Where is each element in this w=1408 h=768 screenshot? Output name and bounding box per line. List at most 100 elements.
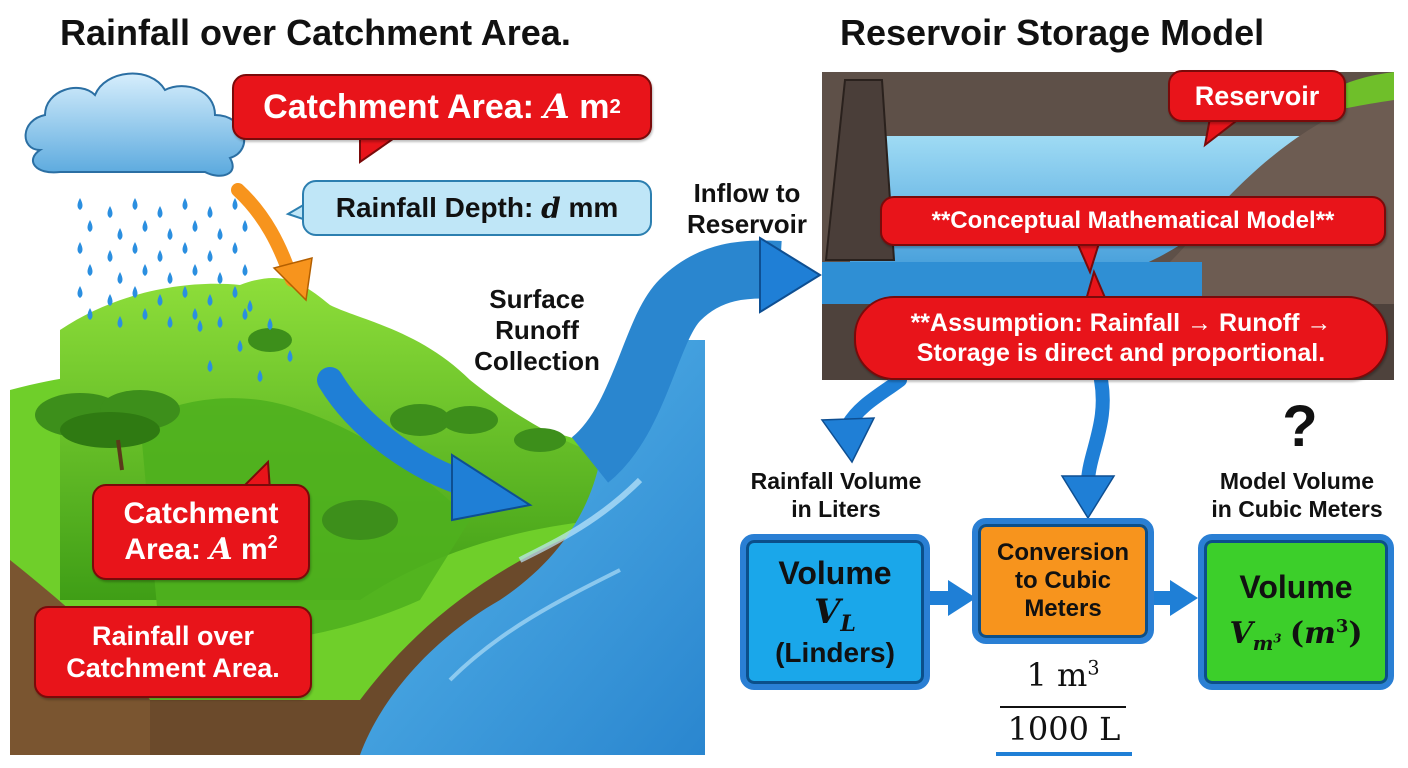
tree-trunk xyxy=(116,439,124,471)
raindrop xyxy=(207,294,213,306)
rain-arrow-head xyxy=(272,256,313,302)
arrow-liters-to-conversion-head xyxy=(948,580,976,616)
raindrop xyxy=(217,316,223,328)
callout-rainfall-over-catchment: Rainfall over Catchment Area. xyxy=(34,606,312,698)
rainfall-depth-text: Rainfall Depth: xyxy=(335,192,534,223)
cloud-icon xyxy=(24,72,246,177)
cubic-sub-wrap: m3 xyxy=(1252,632,1282,656)
raindrop xyxy=(132,286,138,298)
inflow-line2: Reservoir xyxy=(687,209,807,240)
runoff-line1: Surface xyxy=(489,284,585,314)
rainfall-volume-label: Rainfall Volume in Liters xyxy=(730,468,942,523)
fraction-numerator: 1 m3 xyxy=(1000,656,1126,694)
dam-wall xyxy=(824,79,896,261)
rainfall-depth-unit: mm xyxy=(568,192,619,223)
arrow-to-liters-head xyxy=(820,417,876,464)
raindrop xyxy=(167,228,173,240)
raindrop xyxy=(117,228,123,240)
question-mark: ? xyxy=(1282,394,1318,459)
rain-vol-line1: Rainfall Volume xyxy=(750,468,922,494)
rainfall-bottom-line2: Catchment Area. xyxy=(66,653,280,683)
inflow-arrow xyxy=(570,240,782,483)
raindrop xyxy=(237,340,243,352)
conversion-box: Conversion to Cubic Meters xyxy=(972,518,1154,644)
raindrop xyxy=(87,264,93,276)
callout-catchment-text: Catchment Area: xyxy=(263,87,534,126)
rainfall-depth-symbol: d xyxy=(541,191,561,225)
volume-cubic-box: Volume Vm3 (m3) xyxy=(1198,534,1394,690)
raindrop xyxy=(217,272,223,284)
numerator-exp: 3 xyxy=(1087,656,1100,680)
raindrop xyxy=(107,250,113,262)
runoff-line2: Runoff xyxy=(495,315,579,346)
cubic-sub: m xyxy=(1252,632,1274,655)
raindrop xyxy=(132,242,138,254)
raindrop xyxy=(242,220,248,232)
arrow-to-conversion-head xyxy=(1060,475,1116,520)
bushes xyxy=(35,328,566,540)
raindrop xyxy=(157,294,163,306)
assumption-line1: **Assumption: Rainfall → Runoff → xyxy=(910,309,1332,337)
rainfall-bottom-line1: Rainfall over xyxy=(91,620,255,651)
raindrop xyxy=(247,300,253,312)
liters-symbol: V xyxy=(814,592,841,633)
raindrop xyxy=(242,264,248,276)
raindrop xyxy=(232,198,238,210)
raindrop xyxy=(107,294,113,306)
model-volume-label: Model Volume in Cubic Meters xyxy=(1192,468,1402,523)
arrow-to-conversion xyxy=(1081,368,1110,487)
raindrop xyxy=(107,206,113,218)
assumption-line2: Storage is direct and proportional. xyxy=(916,339,1326,367)
raindrop xyxy=(207,206,213,218)
raindrop xyxy=(157,206,163,218)
raindrop xyxy=(192,308,198,320)
raindrop xyxy=(117,316,123,328)
raindrop xyxy=(192,264,198,276)
callout-catchment-unit: m xyxy=(579,87,610,126)
cubic-formula: Vm3 (m3) xyxy=(1229,616,1362,655)
raindrop xyxy=(77,286,83,298)
liters-sub: L xyxy=(840,610,856,637)
raindrop xyxy=(192,220,198,232)
callout-catchment-symbol: A xyxy=(543,86,570,127)
raindrop xyxy=(167,316,173,328)
right-title: Reservoir Storage Model xyxy=(840,12,1265,53)
raindrop xyxy=(117,272,123,284)
raindrop xyxy=(77,198,83,210)
raindrop xyxy=(182,198,188,210)
cubic-unit-exp: 3 xyxy=(1335,616,1349,637)
numerator-num: 1 xyxy=(1026,656,1047,694)
cubic-unit-open: ( xyxy=(1289,616,1305,651)
raindrop xyxy=(142,264,148,276)
river-highlight xyxy=(518,477,643,563)
raindrop xyxy=(197,320,203,332)
liters-title: Volume xyxy=(778,555,892,592)
raindrop xyxy=(207,250,213,262)
runoff-line3: Collection xyxy=(474,346,600,377)
catchment-bottom-line2-wrap: Area: A m2 xyxy=(124,532,277,568)
raindrop xyxy=(87,308,93,320)
raindrop xyxy=(242,308,248,320)
conversion-line2: to Cubic xyxy=(1015,567,1111,594)
inflow-arrow-head xyxy=(759,236,822,314)
catchment-bottom-unit: m xyxy=(240,533,268,566)
liters-unit: (Linders) xyxy=(775,636,895,668)
arrow-conversion-to-cubic-head xyxy=(1170,580,1198,616)
fraction-denominator: 1000 L xyxy=(1007,710,1121,748)
callout-catchment-exp: 2 xyxy=(609,95,621,118)
raindrop xyxy=(257,370,263,382)
raindrop xyxy=(142,220,148,232)
raindrop xyxy=(217,228,223,240)
callout-assumption: **Assumption: Rainfall → Runoff → Storag… xyxy=(854,296,1388,380)
conversion-line1: Conversion xyxy=(996,539,1130,566)
raindrop xyxy=(132,198,138,210)
model-vol-line2: in Cubic Meters xyxy=(1211,495,1383,522)
callout-catchment-area-bottom: Catchment Area: A m2 xyxy=(92,484,310,580)
raindrop xyxy=(77,242,83,254)
model-vol-line1: Model Volume xyxy=(1219,468,1375,494)
volume-liters-box: Volume VL (Linders) xyxy=(740,534,930,690)
raindrop xyxy=(287,350,293,362)
conversion-line3: Meters xyxy=(1024,595,1102,622)
cubic-title: Volume xyxy=(1239,569,1353,605)
